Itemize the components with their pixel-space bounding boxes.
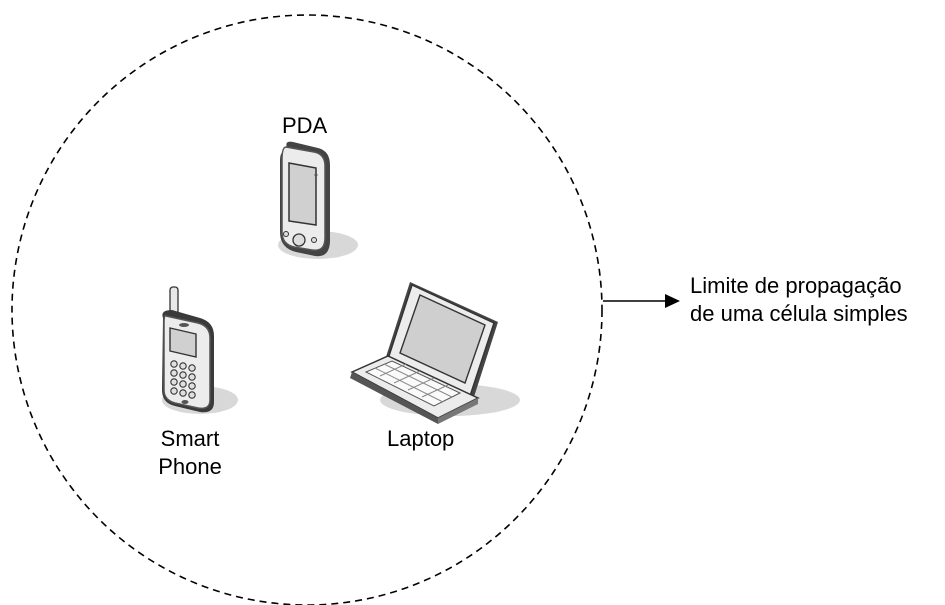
boundary-label-line2: de uma célula simples	[690, 301, 908, 326]
cell-boundary-circle	[11, 14, 603, 605]
smartphone-label: Smart Phone	[155, 425, 225, 481]
boundary-label: Limite de propagação de uma célula simpl…	[690, 272, 908, 328]
pda-label: PDA	[282, 113, 328, 138]
smartphone-label-line1: Smart	[160, 426, 220, 451]
pda-icon	[278, 141, 358, 259]
laptop-icon	[350, 282, 520, 424]
boundary-arrow	[603, 294, 680, 308]
smartphone-icon	[162, 286, 238, 414]
smartphone-label-line2: Phone	[158, 454, 222, 479]
boundary-label-line1: Limite de propagação	[690, 273, 902, 298]
laptop-label: Laptop	[387, 426, 455, 451]
